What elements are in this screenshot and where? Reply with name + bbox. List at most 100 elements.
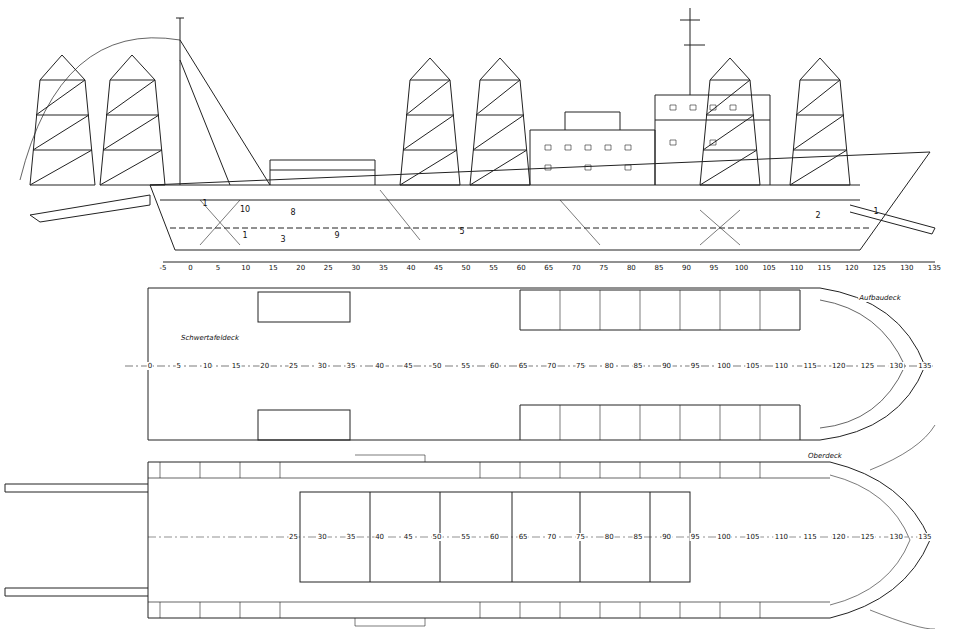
- frame-number: 40: [374, 533, 385, 541]
- frame-number: 95: [690, 362, 701, 370]
- frame-number: 40: [374, 362, 385, 370]
- profile-view: [20, 8, 935, 262]
- frame-number: 90: [681, 264, 692, 272]
- frame-number: 90: [661, 533, 672, 541]
- drawing-line: [176, 18, 270, 185]
- frame-number: 40: [405, 264, 416, 272]
- frame-number: 125: [860, 533, 875, 541]
- frame-number: 55: [460, 533, 471, 541]
- frame-number: 30: [317, 533, 328, 541]
- drawing-line: [148, 462, 930, 618]
- frame-number: 135: [917, 533, 932, 541]
- drawing-line: [850, 205, 935, 234]
- drawing-line: [470, 80, 530, 185]
- drawing-line: [150, 152, 930, 250]
- main-deck-plan: [5, 425, 935, 629]
- frame-number: 130: [889, 533, 904, 541]
- frame-number: 55: [460, 362, 471, 370]
- frame-number: 130: [889, 362, 904, 370]
- frame-number: 50: [461, 264, 472, 272]
- frame-number: 0: [147, 362, 153, 370]
- callout-number: 1: [241, 232, 248, 240]
- frame-number: 30: [317, 362, 328, 370]
- frame-number: 55: [488, 264, 499, 272]
- callout-number: 2: [814, 212, 821, 220]
- drawing-line: [258, 410, 350, 440]
- drawing-line: [270, 160, 375, 185]
- frame-number: 120: [831, 362, 846, 370]
- frame-number: 70: [546, 533, 557, 541]
- frame-number: 10: [202, 362, 213, 370]
- frame-number: 60: [516, 264, 527, 272]
- frame-number: -5: [159, 264, 168, 272]
- frame-number: 35: [378, 264, 389, 272]
- frame-number: 20: [259, 362, 270, 370]
- frame-number: 115: [817, 264, 832, 272]
- deck-name: Schwertafeldeck: [180, 334, 240, 342]
- frame-number: 50: [432, 362, 443, 370]
- frame-number: 80: [626, 264, 637, 272]
- frame-number: 45: [403, 533, 414, 541]
- frame-number: 0: [187, 264, 193, 272]
- frame-number: 45: [403, 362, 414, 370]
- drawing-line: [258, 292, 350, 322]
- frame-number: 130: [899, 264, 914, 272]
- drawing-line: [545, 105, 736, 170]
- frame-number: 65: [518, 533, 529, 541]
- frame-number: 105: [761, 264, 776, 272]
- drawing-line: [160, 462, 760, 618]
- frame-number: 70: [571, 264, 582, 272]
- frame-number: 20: [295, 264, 306, 272]
- drawing-line: [170, 228, 870, 229]
- drawing-line: [530, 112, 655, 185]
- drawing-line: [5, 484, 148, 596]
- drawing-line: [790, 80, 850, 185]
- frame-number: 60: [489, 533, 500, 541]
- frame-number: 110: [774, 533, 789, 541]
- frame-number: 90: [661, 362, 672, 370]
- frame-number: 80: [604, 533, 615, 541]
- callout-number: 1: [872, 208, 879, 216]
- frame-number: 30: [350, 264, 361, 272]
- drawing-line: [200, 190, 740, 245]
- frame-number: 10: [240, 264, 251, 272]
- deck-name: Oberdeck: [807, 452, 843, 460]
- frame-number: 15: [231, 362, 242, 370]
- drawing-line: [200, 105, 740, 245]
- drawing-line: [560, 290, 760, 440]
- frame-number: 110: [789, 264, 804, 272]
- frame-number: 95: [709, 264, 720, 272]
- frame-number: 100: [716, 362, 731, 370]
- drawing-line: [40, 55, 840, 80]
- frame-number: 125: [860, 362, 875, 370]
- frame-number: 105: [745, 362, 760, 370]
- frame-number: 70: [546, 362, 557, 370]
- drawing-line: [148, 288, 925, 440]
- frame-number: 120: [831, 533, 846, 541]
- frame-number: 15: [268, 264, 279, 272]
- frame-number: 5: [175, 362, 181, 370]
- frame-number: 65: [543, 264, 554, 272]
- frame-number: 45: [433, 264, 444, 272]
- frame-number: 75: [598, 264, 609, 272]
- drawing-line: [163, 262, 935, 263]
- frame-number: 25: [288, 362, 299, 370]
- callout-number: 9: [333, 232, 340, 240]
- callout-number: 1: [201, 200, 208, 208]
- frame-number: 105: [745, 533, 760, 541]
- frame-number: 85: [632, 533, 643, 541]
- frame-number: 80: [604, 362, 615, 370]
- frame-number: 115: [802, 362, 817, 370]
- callout-number: 8: [289, 209, 296, 217]
- frame-number: 5: [215, 264, 221, 272]
- drawing-line: [30, 195, 150, 222]
- callout-number: 3: [279, 236, 286, 244]
- frame-number: 110: [774, 362, 789, 370]
- deck-plan: [125, 288, 935, 440]
- drawing-line: [820, 300, 905, 428]
- frame-number: 75: [575, 362, 586, 370]
- drawing-line: [655, 8, 770, 185]
- callout-number: 5: [458, 228, 465, 236]
- frame-number: 135: [927, 264, 942, 272]
